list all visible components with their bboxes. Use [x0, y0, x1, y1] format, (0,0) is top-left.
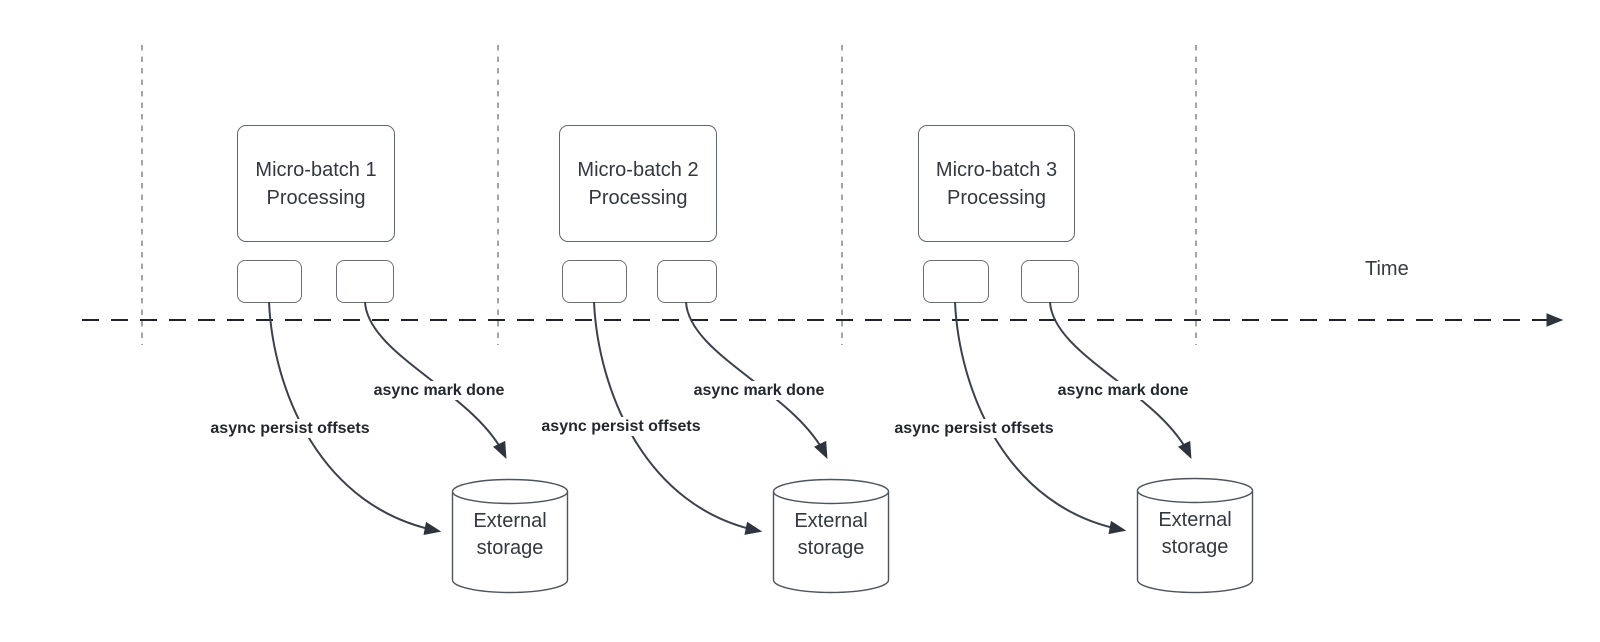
storage-label: External storage — [473, 510, 547, 559]
async-mark-done-task-box-3 — [1021, 260, 1079, 303]
async-persist-offsets-label-2: async persist offsets — [538, 417, 704, 436]
async-mark-done-label-1: async mark done — [370, 381, 508, 400]
persist-offsets-arrow-1 — [268, 301, 442, 536]
external-storage-cylinder-1: External storage — [451, 478, 569, 594]
processing-label: Micro-batch 2 Processing — [577, 158, 699, 209]
async-mark-done-label-3: async mark done — [1054, 381, 1192, 400]
mark-done-arrow-1 — [364, 301, 507, 460]
database-cylinder-icon — [772, 478, 890, 594]
async-mark-done-task-box-2 — [657, 260, 717, 303]
storage-label: External storage — [1158, 509, 1232, 558]
time-axis-label: Time — [1365, 258, 1409, 280]
micro-batch-3-processing-box: Micro-batch 3 Processing — [918, 125, 1075, 242]
async-mark-done-label-2: async mark done — [690, 381, 828, 400]
async-persist-task-box-1 — [237, 260, 302, 303]
database-cylinder-icon — [451, 478, 569, 594]
external-storage-cylinder-2: External storage — [772, 478, 890, 594]
storage-label: External storage — [794, 510, 868, 559]
micro-batch-2-processing-box: Micro-batch 2 Processing — [559, 125, 717, 242]
external-storage-cylinder-3: External storage — [1136, 477, 1254, 594]
persist-offsets-arrow-3 — [954, 301, 1127, 535]
processing-label: Micro-batch 3 Processing — [935, 158, 1058, 209]
mark-done-arrow-3 — [1049, 301, 1192, 460]
async-mark-done-task-box-1 — [336, 260, 394, 303]
async-persist-offsets-label-3: async persist offsets — [891, 419, 1057, 438]
async-persist-task-box-3 — [923, 260, 989, 303]
micro-batch-1-processing-box: Micro-batch 1 Processing — [237, 125, 395, 242]
mark-done-arrow-2 — [685, 301, 828, 460]
database-cylinder-icon — [1136, 477, 1254, 594]
processing-label: Micro-batch 1 Processing — [255, 158, 377, 209]
async-persist-offsets-label-1: async persist offsets — [207, 419, 373, 438]
async-persist-task-box-2 — [562, 260, 627, 303]
